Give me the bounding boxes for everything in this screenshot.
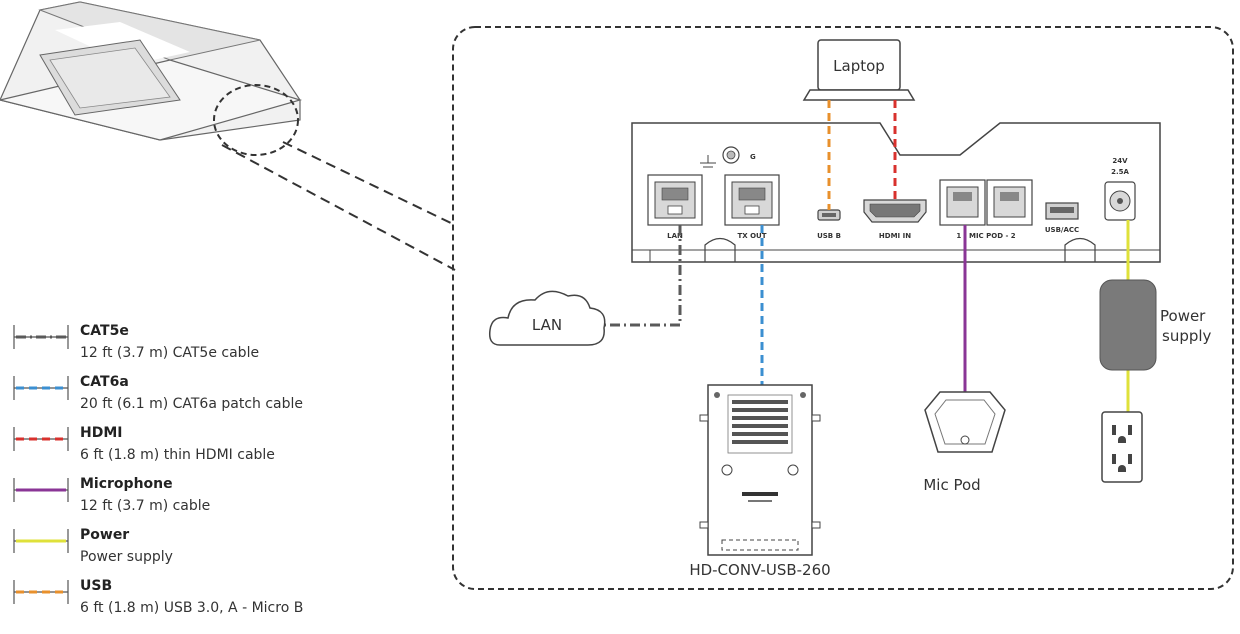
legend-title: CAT6a	[80, 374, 129, 390]
mic-pod-port-2[interactable]	[986, 179, 1033, 226]
converter-label: HD-CONV-USB-260	[689, 561, 830, 579]
mic-pod-port-1[interactable]	[939, 179, 986, 226]
legend-description: 6 ft (1.8 m) USB 3.0, A - Micro B	[80, 600, 303, 616]
touch-panel	[0, 1, 303, 156]
hdmi-in-port[interactable]	[863, 199, 927, 223]
legend-item-hdmi: HDMI 6 ft (1.8 m) thin HDMI cable	[13, 425, 275, 463]
legend-description: Power supply	[80, 549, 173, 565]
legend-title: Microphone	[80, 476, 173, 492]
legend-description: 12 ft (3.7 m) CAT5e cable	[80, 345, 259, 361]
power-port-label-voltage: 24V	[1112, 157, 1128, 165]
legend-title: USB	[80, 578, 112, 594]
laptop-label: Laptop	[833, 57, 885, 75]
wall-outlet-icon	[1101, 411, 1143, 483]
power-supply-label-line2: supply	[1162, 327, 1212, 345]
lan-cloud-label: LAN	[532, 316, 562, 334]
hdmi-in-port-label: HDMI IN	[879, 232, 911, 240]
legend-item-microphone: Microphone 12 ft (3.7 m) cable	[13, 476, 210, 514]
lan-port[interactable]	[647, 174, 703, 226]
cat5e-cable	[603, 225, 682, 327]
legend-description: 12 ft (3.7 m) cable	[80, 498, 210, 514]
lan-cloud-icon	[488, 290, 606, 346]
usb-acc-port-label: USB/ACC	[1045, 226, 1079, 234]
ground-screw-icon	[700, 146, 740, 168]
ground-label: G	[750, 153, 756, 161]
tx-out-port-label: TX OUT	[737, 232, 766, 240]
tx-out-port[interactable]	[724, 174, 780, 226]
mic-pod-port-label: 1 - MIC POD - 2	[956, 232, 1015, 240]
legend-title: Power	[80, 527, 129, 543]
legend-item-usb: USB 6 ft (1.8 m) USB 3.0, A - Micro B	[13, 578, 303, 616]
callout-lines	[221, 141, 456, 271]
legend-title: HDMI	[80, 425, 122, 441]
legend-description: 20 ft (6.1 m) CAT6a patch cable	[80, 396, 303, 412]
power-supply-label-line1: Power	[1160, 307, 1206, 325]
converter-device	[699, 384, 821, 556]
power-port-label-current: 2.5A	[1111, 168, 1129, 176]
mic-pod-icon	[924, 391, 1006, 453]
power-port[interactable]	[1104, 181, 1136, 221]
usb-b-port[interactable]	[817, 209, 841, 221]
mic-pod-label: Mic Pod	[923, 476, 980, 494]
lan-port-label: LAN	[667, 232, 683, 240]
legend-item-cat5e: CAT5e 12 ft (3.7 m) CAT5e cable	[13, 323, 259, 361]
usb-acc-port[interactable]	[1045, 202, 1079, 220]
power-supply-icon	[1099, 279, 1157, 371]
converter-vent-grille	[732, 400, 788, 444]
laptop-icon	[802, 39, 916, 101]
usb-b-port-label: USB B	[817, 232, 841, 240]
legend-item-cat6a: CAT6a 20 ft (6.1 m) CAT6a patch cable	[13, 374, 303, 412]
legend-description: 6 ft (1.8 m) thin HDMI cable	[80, 447, 275, 463]
legend-title: CAT5e	[80, 323, 129, 339]
detail-frame	[452, 26, 1234, 590]
connector-callout-ellipse	[213, 84, 299, 156]
